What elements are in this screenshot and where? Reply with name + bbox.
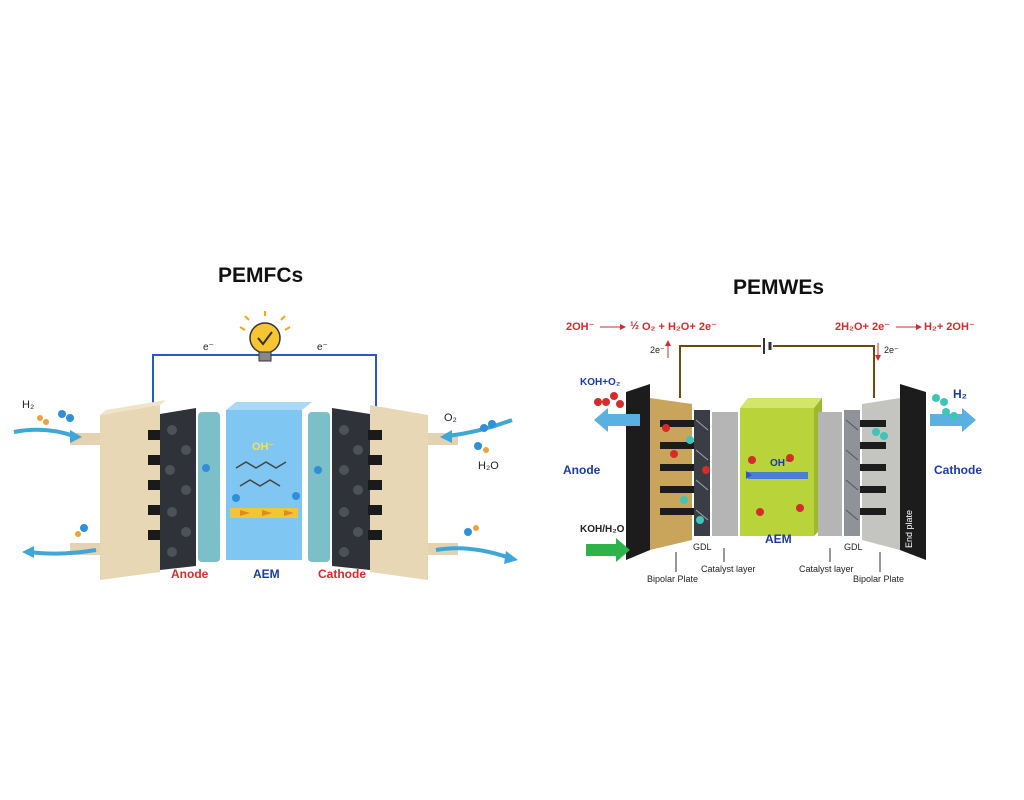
pemfc-anode-gdl xyxy=(160,408,196,570)
pemfc-cathode-catalyst xyxy=(308,412,330,562)
koh-o2-label: KOH+O₂ xyxy=(580,377,621,388)
pemfc-o2-label: O₂ xyxy=(444,412,457,424)
right-bipolar-plate-label: Bipolar Plate xyxy=(853,574,905,584)
left-gdl-label: GDL xyxy=(693,542,712,552)
pemwe-molecules xyxy=(594,392,958,524)
pemwe-right-catalyst xyxy=(818,412,842,536)
koh-h2o-label: KOH/H₂O xyxy=(580,524,625,535)
koh-h2o-inlet-arrow xyxy=(586,538,630,562)
pemfc-o2-inlet-arrow xyxy=(447,418,513,438)
h2-outlet-arrow xyxy=(930,408,976,432)
pemfc-anode-label: Anode xyxy=(171,567,209,581)
pemfc-aem-label: AEM xyxy=(253,567,280,581)
pemfc-anode-outlet-arrow xyxy=(29,548,97,556)
pemwe-h2-label: H₂ xyxy=(953,387,967,401)
pemfc-h2-label: H₂ xyxy=(22,399,35,411)
pemfc-aem-membrane xyxy=(226,402,312,560)
cathode-electron-label: 2e⁻ xyxy=(884,345,899,355)
pemfc-cathode-gdl xyxy=(332,408,370,570)
pemwe-oh-label: OH⁻ xyxy=(770,458,791,469)
anode-reaction-left: 2OH⁻ xyxy=(566,321,595,333)
pemwe-aem-label: AEM xyxy=(765,532,792,546)
pemfc-h2o-label: H₂O xyxy=(478,460,499,472)
left-catalyst-label: Catalyst layer xyxy=(701,564,756,574)
pemfc-cathode-outlet-arrow xyxy=(435,546,511,560)
pemfc-oh-label: OH⁻ xyxy=(252,441,275,453)
pemfc-anode-catalyst xyxy=(198,412,220,562)
left-end-plate-label: End plate xyxy=(604,487,614,526)
left-bipolar-plate-label: Bipolar Plate xyxy=(647,574,699,584)
pemwe-anode-label: Anode xyxy=(563,463,601,477)
pemfc-electron-right: e⁻ xyxy=(317,342,328,353)
pemwe-aem-membrane xyxy=(740,398,822,536)
pemfc-molecules xyxy=(37,410,496,537)
anode-electron-label: 2e⁻ xyxy=(650,345,665,355)
right-end-plate-label: End plate xyxy=(904,509,914,548)
pemfc-cathode-label: Cathode xyxy=(318,567,366,581)
pemwe-circuit-wire xyxy=(679,345,761,398)
pemwe-left-catalyst xyxy=(712,412,738,536)
pemwe-right-end-plate xyxy=(900,384,926,560)
pemwe-left-gdl xyxy=(694,410,710,536)
cathode-reaction-left: 2H₂O+ 2e⁻ xyxy=(835,321,891,333)
anode-reaction-half: ½ xyxy=(630,320,640,332)
pemwe-cathode-label: Cathode xyxy=(934,463,982,477)
koh-o2-outlet-arrow xyxy=(594,408,640,432)
pemfc-title: PEMFCs xyxy=(218,264,304,287)
pemwe-title: PEMWEs xyxy=(733,276,825,299)
pemwe-left-end-plate xyxy=(626,384,650,560)
pemwe-left-bipolar-plate xyxy=(650,398,694,550)
pemwe-right-bipolar-plate xyxy=(860,398,900,550)
pemfc-cathode-plate xyxy=(368,405,428,580)
lightbulb-icon xyxy=(239,311,291,362)
pemwe-right-gdl xyxy=(844,410,860,536)
right-gdl-label: GDL xyxy=(844,542,863,552)
right-catalyst-label: Catalyst layer xyxy=(799,564,854,574)
pemfc-anode-plate xyxy=(100,400,166,580)
anode-reaction-right: O₂ + H₂O+ 2e⁻ xyxy=(642,321,717,333)
pemfc-h2-inlet-arrow xyxy=(13,427,75,438)
cathode-reaction-right: H₂+ 2OH⁻ xyxy=(924,321,975,333)
pemfc-electron-left: e⁻ xyxy=(203,342,214,353)
